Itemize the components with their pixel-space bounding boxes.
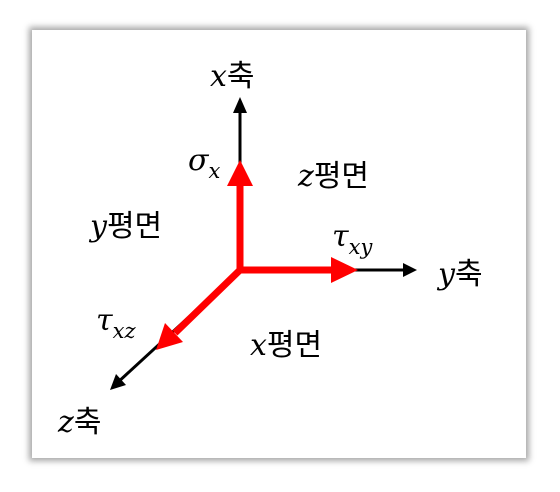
x-axis-arrowhead bbox=[233, 97, 247, 113]
z-axis-label: z축 bbox=[57, 405, 101, 440]
x-plane-label: x평면 bbox=[250, 328, 322, 363]
x-axis-label: x축 bbox=[210, 59, 255, 94]
tau-xz-arrow bbox=[172, 267, 243, 336]
tau-xz-arrowhead bbox=[156, 323, 183, 350]
y-plane-label: y평면 bbox=[88, 209, 162, 244]
y-axis-label: y축 bbox=[436, 257, 483, 292]
tau-xz-label: τxz bbox=[96, 303, 136, 343]
tau-xy-arrowhead bbox=[331, 257, 358, 283]
y-axis-arrowhead bbox=[403, 263, 417, 277]
sigma-x-label: σx bbox=[188, 143, 220, 183]
tau-xy-label: τxy bbox=[332, 219, 373, 259]
z-axis-arrowhead bbox=[110, 374, 126, 390]
sigma-x-arrowhead bbox=[227, 160, 253, 186]
z-plane-label: z평면 bbox=[297, 159, 369, 194]
